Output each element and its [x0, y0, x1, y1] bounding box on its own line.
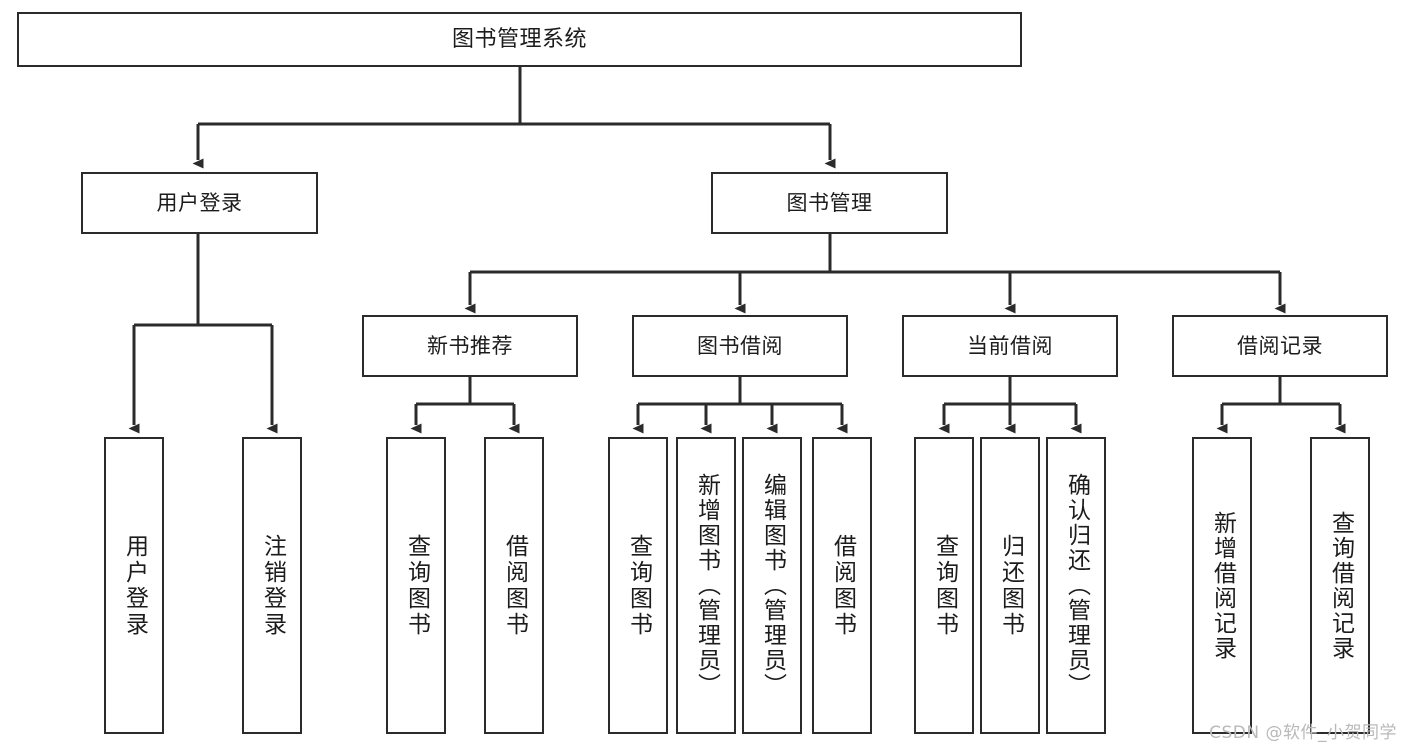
node-label: 注销登录: [259, 533, 286, 638]
csdn-watermark: CSDN @软件_小贺同学: [1209, 723, 1397, 743]
node-book-manage[interactable]: 图书管理: [711, 172, 948, 234]
node-leaf-user-login[interactable]: 用户登录: [104, 437, 164, 734]
node-label: 用户登录: [156, 190, 243, 215]
node-label: 图书管理: [786, 190, 873, 215]
node-label: 图书借阅: [697, 333, 783, 358]
node-label: 查询借阅记录: [1327, 510, 1354, 661]
node-label: 查询图书: [403, 533, 430, 638]
node-root-system[interactable]: 图书管理系统: [17, 12, 1022, 67]
node-leaf-query-book-3[interactable]: 查询图书: [914, 437, 974, 734]
node-leaf-borrow-book-1[interactable]: 借阅图书: [484, 437, 544, 734]
node-leaf-edit-book[interactable]: 编辑图书（管理员）: [742, 437, 802, 734]
node-leaf-query-book-2[interactable]: 查询图书: [608, 437, 668, 734]
node-label: 当前借阅: [967, 333, 1053, 358]
node-leaf-return-book[interactable]: 归还图书: [980, 437, 1040, 734]
node-borrow-record[interactable]: 借阅记录: [1172, 315, 1388, 377]
node-leaf-add-book[interactable]: 新增图书（管理员）: [676, 437, 736, 734]
node-label: 新增借阅记录: [1209, 510, 1236, 661]
node-leaf-query-book-1[interactable]: 查询图书: [386, 437, 446, 734]
node-label: 确认归还（管理员）: [1063, 473, 1090, 698]
node-label: 归还图书: [997, 533, 1024, 638]
node-leaf-borrow-book-2[interactable]: 借阅图书: [812, 437, 872, 734]
node-leaf-logout[interactable]: 注销登录: [242, 437, 302, 734]
node-label: 查询图书: [931, 533, 958, 638]
node-leaf-add-record[interactable]: 新增借阅记录: [1192, 437, 1252, 734]
node-label: 查询图书: [625, 533, 652, 638]
node-label: 新增图书（管理员）: [693, 473, 720, 698]
node-label: 新书推荐: [427, 333, 513, 358]
node-new-book-recommend[interactable]: 新书推荐: [362, 315, 578, 377]
node-user-login[interactable]: 用户登录: [81, 172, 318, 234]
node-label: 借阅图书: [501, 533, 528, 638]
node-leaf-query-record[interactable]: 查询借阅记录: [1310, 437, 1370, 734]
node-label: 图书管理系统: [451, 26, 587, 52]
node-leaf-confirm-return[interactable]: 确认归还（管理员）: [1046, 437, 1106, 734]
node-label: 用户登录: [121, 533, 148, 638]
node-label: 借阅记录: [1237, 333, 1323, 358]
node-current-borrow[interactable]: 当前借阅: [902, 315, 1118, 377]
node-label: 编辑图书（管理员）: [759, 473, 786, 698]
node-book-borrow[interactable]: 图书借阅: [632, 315, 848, 377]
node-label: 借阅图书: [829, 533, 856, 638]
